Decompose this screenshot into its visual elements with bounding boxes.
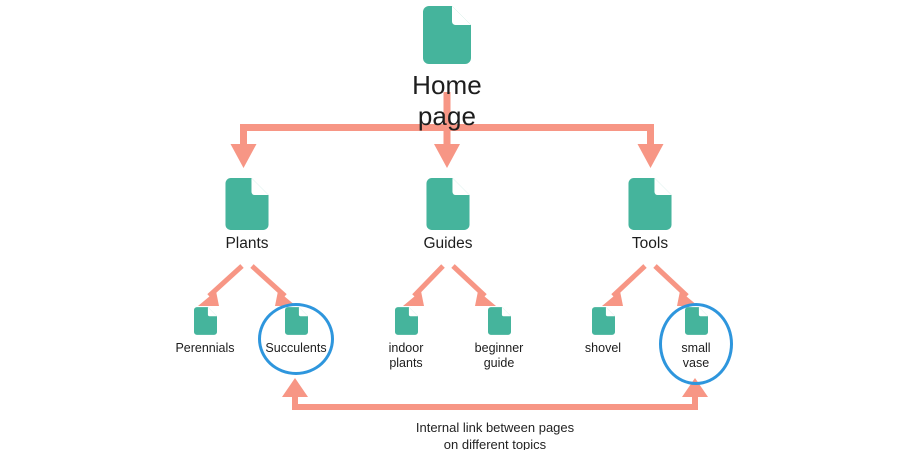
connector-tools-to-shovel (602, 264, 647, 306)
arrowhead-internal-link-left (282, 378, 308, 397)
arrowhead-plants (230, 144, 257, 168)
document-icon (423, 6, 471, 64)
node-label-guides: Guides (423, 235, 473, 252)
document-icon (394, 307, 418, 335)
document-icon (225, 178, 269, 230)
internal-link-caption: Internal link between pages on different… (415, 420, 575, 450)
connector-stem-tools (647, 124, 654, 147)
node-succulents[interactable]: Succulents (254, 307, 338, 356)
highlight-ring-succulents (258, 303, 334, 375)
connector-guides-to-beginner-guide (451, 264, 496, 306)
node-label-succulents: Succulents (265, 341, 327, 355)
document-icon (487, 307, 511, 335)
node-home[interactable]: Home page (382, 6, 512, 131)
node-label-beginner-guide: beginner guide (474, 341, 524, 370)
document-icon (193, 307, 217, 335)
node-small-vase[interactable]: small vase (654, 307, 738, 371)
node-label-shovel: shovel (584, 341, 622, 355)
node-label-home: Home page (412, 70, 482, 131)
node-shovel[interactable]: shovel (561, 307, 645, 356)
node-label-perennials: Perennials (175, 341, 235, 355)
node-label-small-vase: small vase (681, 341, 711, 370)
connector-plants-to-succulents (250, 264, 296, 306)
connector-guides-to-indoor-plants (403, 264, 445, 306)
node-plants[interactable]: Plants (197, 178, 297, 253)
document-icon (591, 307, 615, 335)
connector-tools-to-small-vase (653, 264, 698, 306)
document-icon (684, 307, 708, 335)
arrowhead-guides (434, 144, 460, 168)
highlight-ring-small-vase (659, 303, 733, 385)
node-guides[interactable]: Guides (398, 178, 498, 253)
node-indoor-plants[interactable]: indoor plants (364, 307, 448, 371)
document-icon (284, 307, 308, 335)
arrowhead-tools (637, 144, 664, 168)
node-label-indoor-plants: indoor plants (388, 341, 424, 370)
connector-plants-to-perennials (198, 264, 244, 306)
node-label-plants: Plants (225, 235, 269, 252)
node-label-tools: Tools (631, 235, 669, 252)
node-beginner-guide[interactable]: beginner guide (457, 307, 541, 371)
document-icon (628, 178, 672, 230)
document-icon (426, 178, 470, 230)
node-tools[interactable]: Tools (600, 178, 700, 253)
connector-stem-plants (240, 124, 247, 147)
node-perennials[interactable]: Perennials (163, 307, 247, 356)
connector-internal-link (282, 378, 708, 410)
